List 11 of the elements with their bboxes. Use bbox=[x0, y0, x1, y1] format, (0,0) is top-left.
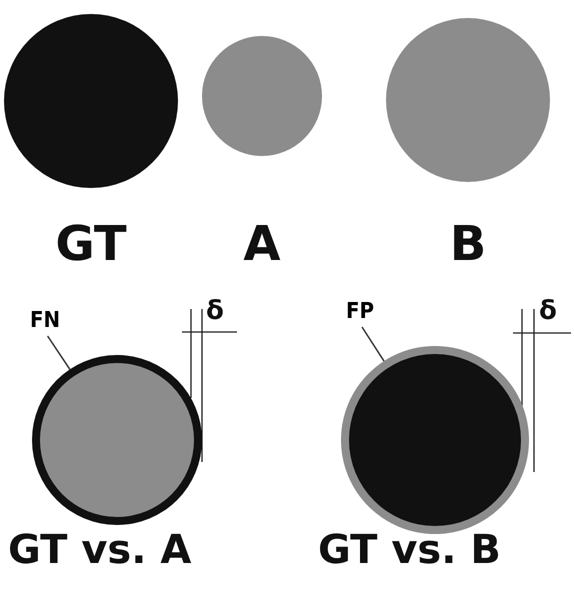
circle-label: B bbox=[448, 220, 488, 268]
callout-label: FP bbox=[346, 301, 386, 327]
circle-label: A bbox=[242, 220, 282, 268]
circle-label: GT bbox=[54, 220, 128, 268]
dimension-label: δ bbox=[539, 298, 557, 324]
comparison-caption: GT vs. B bbox=[318, 530, 501, 570]
comparison-caption: GT vs. A bbox=[8, 530, 192, 570]
leader-line bbox=[46, 336, 70, 370]
callout-label: FN bbox=[30, 310, 74, 336]
dimension-label: δ bbox=[206, 298, 224, 324]
leader-line bbox=[361, 326, 385, 362]
